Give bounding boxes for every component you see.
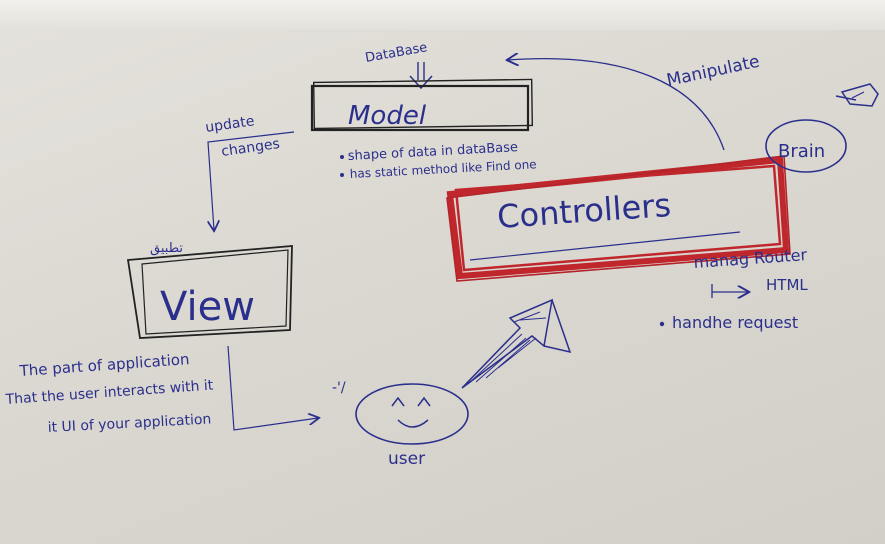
router-to-html-arrow bbox=[711, 284, 748, 298]
view-title: View bbox=[160, 284, 255, 330]
handle-request-label: handhe request bbox=[672, 313, 798, 332]
hand-pointer-icon bbox=[835, 83, 879, 107]
brain-label: Brain bbox=[778, 141, 825, 162]
controllers-box bbox=[446, 155, 791, 282]
user-to-controllers-arrow bbox=[461, 298, 572, 389]
user-label: user bbox=[388, 449, 425, 469]
view-note-2: That the user interacts with it bbox=[4, 377, 214, 408]
handle-bullet bbox=[659, 321, 665, 327]
view-notes: The part of application That the user in… bbox=[4, 350, 214, 436]
manipulate-label: Manipulate bbox=[665, 52, 762, 91]
view-note-1: The part of application bbox=[18, 350, 190, 380]
brain-ellipse bbox=[765, 119, 847, 173]
update-arrow bbox=[208, 131, 295, 230]
notebook-top-strip bbox=[0, 0, 885, 30]
arabic-note: تطبيق bbox=[150, 241, 183, 256]
model-title: Model bbox=[348, 101, 427, 131]
view-note-3: it UI of your application bbox=[47, 411, 211, 436]
database-label: DataBase bbox=[364, 40, 428, 66]
smiley-face-icon bbox=[355, 383, 469, 445]
view-box bbox=[126, 245, 293, 339]
user-mark: -'/ bbox=[332, 380, 346, 396]
controllers-title: Controllers bbox=[496, 186, 672, 236]
model-box bbox=[310, 78, 534, 132]
view-to-user-arrow bbox=[227, 345, 318, 431]
database-to-model-arrow bbox=[409, 62, 433, 90]
html-label: HTML bbox=[766, 276, 808, 294]
manipulate-arrow bbox=[508, 59, 725, 151]
update-label: update bbox=[204, 113, 255, 136]
model-notes: shape of data in dataBase has static met… bbox=[340, 140, 537, 181]
